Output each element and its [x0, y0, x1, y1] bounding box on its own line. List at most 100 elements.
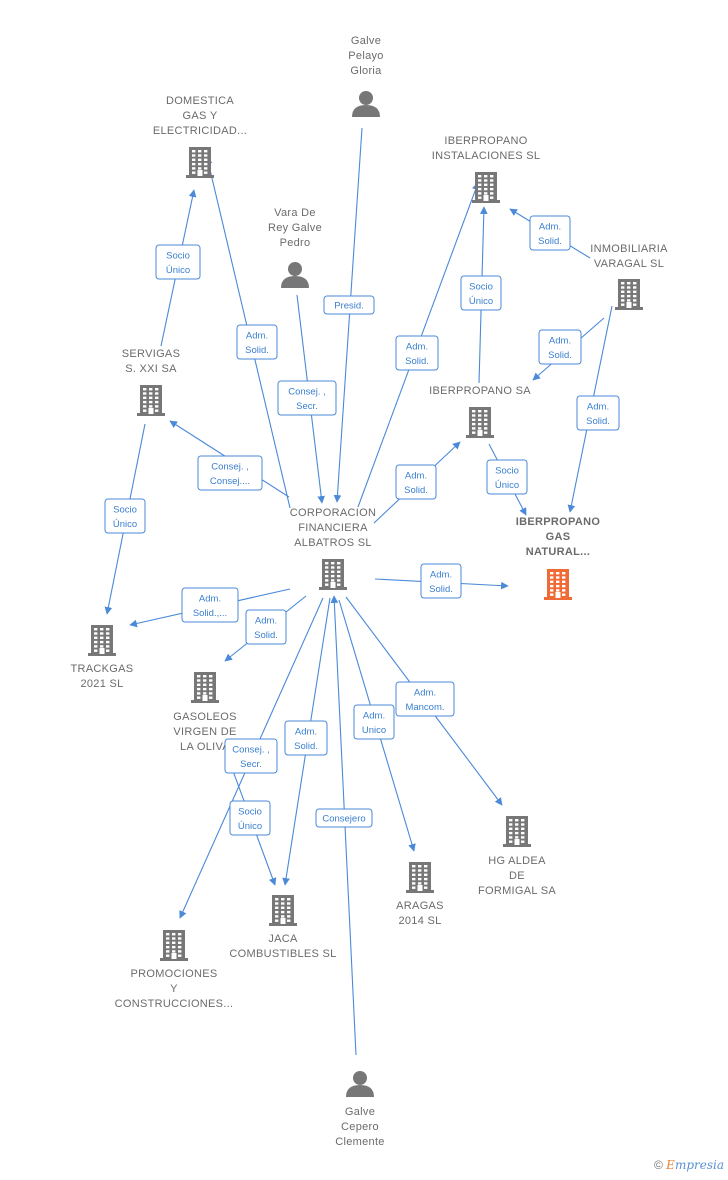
node-label: ARAGAS [396, 900, 444, 912]
edge-label-corporacion-to-gasoleos[interactable]: Adm.Solid. [245, 609, 287, 645]
edge-label-corporacion-to-iberpropano-inst[interactable]: Adm.Solid. [395, 335, 439, 371]
brand-logo-e: E [666, 1158, 675, 1172]
node-trackgas[interactable]: TRACKGAS 2021 SL [71, 625, 134, 690]
empresia-brand[interactable]: © Empresia [654, 1158, 724, 1172]
node-label: Galve [351, 35, 381, 47]
edge-label-text: Unico [362, 725, 386, 736]
edge-label-text: Solid.,... [193, 608, 227, 619]
edge-label-text: Solid. [429, 584, 453, 595]
edge-label-text: Presid. [334, 301, 364, 312]
edge-label-corporacion-to-iberpropano-gas[interactable]: Adm.Solid. [420, 563, 462, 599]
edge-label-inmobiliaria-to-iberpropano-inst[interactable]: Adm.Solid. [529, 215, 571, 251]
building-icon [466, 407, 494, 438]
edge-label-text: Único [238, 821, 262, 832]
node-label: IBERPROPANO [444, 135, 527, 147]
node-label: INMOBILIARIA [590, 243, 668, 255]
edge-label-gasoleos-to-jaca[interactable]: Consej. ,Secr. [224, 738, 278, 774]
node-label: VARAGAL SL [594, 258, 664, 270]
edge-label-text: Socio [495, 465, 519, 476]
edge-label-text: Solid. [404, 485, 428, 496]
edge-label-text: Secr. [296, 401, 318, 412]
edge-label-text: Solid. [548, 350, 572, 361]
node-inmobiliaria[interactable]: INMOBILIARIA VARAGAL SL [590, 243, 668, 310]
brand-logo-text: mpresia [674, 1158, 724, 1172]
edge-label-inmobiliaria-to-iberpropano-sa[interactable]: Adm. Solid. [538, 329, 582, 365]
edge-label-text: Único [495, 480, 519, 491]
edge-label-text: Consejero [322, 814, 365, 825]
node-label: Cepero [341, 1121, 379, 1133]
node-label: DE [509, 870, 525, 882]
copyright-icon: © [653, 1158, 663, 1172]
node-promociones[interactable]: PROMOCIONES Y CONSTRUCCIONES... [115, 930, 234, 1010]
edge-label-text: Adm. [549, 335, 571, 346]
node-label: Gloria [350, 65, 382, 77]
person-icon [346, 1071, 374, 1097]
node-label: Rey Galve [268, 222, 322, 234]
node-iberpropano-gas[interactable]: IBERPROPANOGASNATURAL... [516, 516, 601, 600]
edge-label-corporacion-to-hg-aldea[interactable]: Adm.Mancom. [395, 681, 455, 717]
node-label: CONSTRUCCIONES... [115, 998, 234, 1010]
node-iberpropano-sa[interactable]: IBERPROPANO SA [429, 385, 531, 438]
edge-label-text: Solid. [586, 416, 610, 427]
edge-label-text: Adm. [199, 593, 221, 604]
edge-label-corporacion-to-domestica[interactable]: Adm.Solid. [236, 324, 278, 360]
node-label: VIRGEN DE [173, 726, 236, 738]
edge-label-text: Adm. [246, 330, 268, 341]
edge-label-text: Adm. [405, 470, 427, 481]
edge-label-text: Adm. [539, 221, 561, 232]
building-icon [503, 816, 531, 847]
node-label: S. XXI SA [125, 363, 177, 375]
node-label: 2021 SL [80, 678, 123, 690]
node-label: JACA [268, 933, 298, 945]
person-icon [352, 91, 380, 117]
node-label: Galve [345, 1106, 375, 1118]
node-label: ELECTRICIDAD... [153, 125, 247, 137]
edge-label-box [538, 329, 582, 365]
edge-label-corporacion-to-servigas[interactable]: Consej. ,Consej.... [197, 455, 263, 491]
edge-label-text: Solid. [405, 356, 429, 367]
node-label: PROMOCIONES [130, 968, 217, 980]
node-label: Y [170, 983, 178, 995]
edge-label-corporacion-to-jaca[interactable]: Adm.Solid. [284, 720, 328, 756]
person-icon [281, 262, 309, 288]
edge-label-text: Socio [113, 504, 137, 515]
edge-label-galve-pelayo-to-corporacion[interactable]: Presid. [323, 295, 375, 315]
edge-label-box [460, 275, 502, 311]
edge-label-text: Adm. [414, 687, 436, 698]
edge-label-inmobiliaria-to-iberpropano-gas[interactable]: Adm. Solid. [576, 395, 620, 431]
edge-label-box [395, 464, 437, 500]
edge-label-corporacion-to-aragas[interactable]: Adm.Unico [353, 704, 395, 740]
edge-label-text: Consej. , [288, 386, 326, 397]
edge-label-text: Adm. [587, 401, 609, 412]
edge-label-galve-cepero-to-corporacion[interactable]: Consejero [315, 808, 373, 828]
node-label: COMBUSTIBLES SL [229, 948, 336, 960]
edge-label-box [353, 704, 395, 740]
node-label: TRACKGAS [71, 663, 134, 675]
edge-label-corporacion-to-iberpropano-sa[interactable]: Adm. Solid. [395, 464, 437, 500]
building-icon [472, 172, 500, 203]
edge-label-vara-de-rey-to-corporacion[interactable]: Consej. , Secr. [277, 380, 337, 416]
edge-label-text: Socio [166, 250, 190, 261]
node-jaca[interactable]: JACA COMBUSTIBLES SL [229, 895, 336, 960]
edge-label-corporacion-to-trackgas[interactable]: Adm. Solid.,... [181, 587, 239, 623]
node-label: HG ALDEA [488, 855, 546, 867]
building-icon [406, 862, 434, 893]
node-label: FINANCIERA [298, 522, 368, 534]
